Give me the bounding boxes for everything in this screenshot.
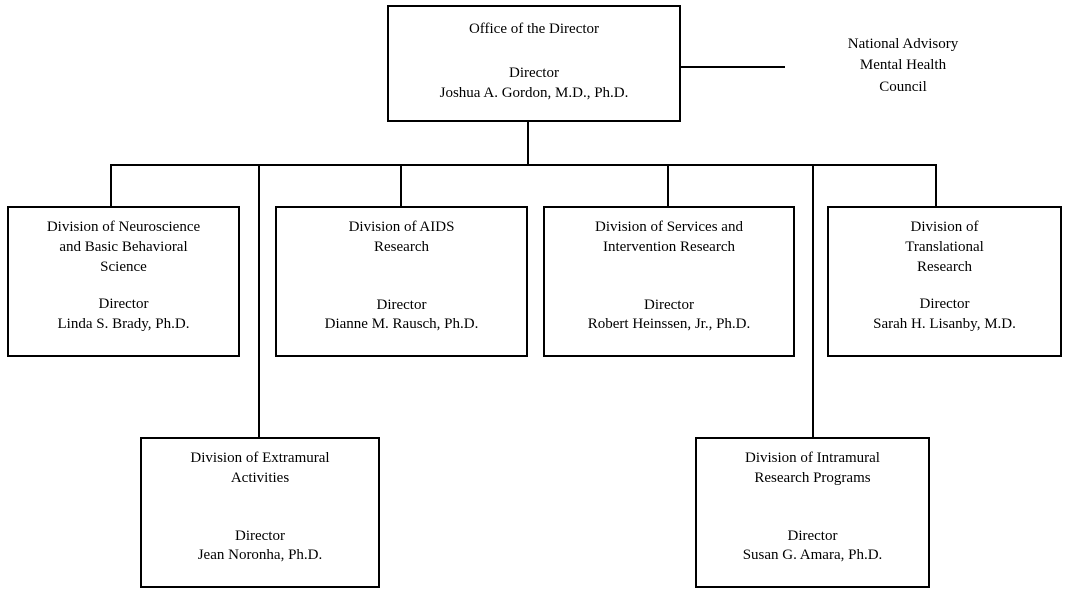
node-role: Director: [919, 296, 970, 313]
connector-drop-neuroscience: [110, 164, 112, 208]
node-division-of-neuroscience-and-basic-behavioral-science[interactable]: Division of Neuroscience and Basic Behav…: [7, 206, 240, 357]
connector-drop-extramural: [258, 164, 260, 439]
connector-od-to-advisory-council: [681, 66, 785, 68]
node-division-of-translational-research[interactable]: Division of Translational Research Direc…: [827, 206, 1062, 357]
node-title: Office of the Director: [468, 21, 600, 37]
label-national-advisory-mental-health-council: National Advisory Mental Health Council: [847, 36, 959, 95]
node-division-of-extramural-activities[interactable]: Division of Extramural Activities Direct…: [140, 437, 380, 588]
node-division-of-aids-research[interactable]: Division of AIDS Research Director Diann…: [275, 206, 528, 357]
node-title: Division of Services and Intervention Re…: [595, 219, 743, 255]
node-title: Division of AIDS Research: [348, 219, 455, 255]
node-division-of-intramural-research-programs[interactable]: Division of Intramural Research Programs…: [695, 437, 930, 588]
connector-drop-aids-research: [400, 164, 402, 208]
node-title: Division of Intramural Research Programs: [745, 450, 880, 486]
connector-drop-intramural: [812, 164, 814, 439]
node-title: Division of Extramural Activities: [190, 450, 330, 486]
connector-od-drop: [527, 122, 529, 166]
node-person: Sarah H. Lisanby, M.D.: [873, 316, 1016, 333]
node-role: Director: [509, 64, 559, 81]
node-title: Division of Translational Research: [905, 219, 984, 275]
node-role: Director: [376, 296, 427, 313]
node-role: Director: [787, 527, 838, 544]
node-title: Division of Neuroscience and Basic Behav…: [46, 219, 201, 275]
node-person: Dianne M. Rausch, Ph.D.: [324, 316, 479, 333]
node-person: Linda S. Brady, Ph.D.: [57, 316, 190, 333]
node-person: Joshua A. Gordon, M.D., Ph.D.: [439, 84, 629, 101]
node-role: Director: [644, 296, 694, 313]
node-person: Jean Noronha, Ph.D.: [197, 547, 323, 564]
node-division-of-services-and-intervention-research[interactable]: Division of Services and Intervention Re…: [543, 206, 795, 357]
node-office-of-the-director[interactable]: Office of the Director Director Joshua A…: [387, 5, 681, 122]
connector-drop-translational: [935, 164, 937, 208]
connector-division-bus: [110, 164, 937, 166]
node-person: Robert Heinssen, Jr., Ph.D.: [587, 316, 751, 333]
node-person: Susan G. Amara, Ph.D.: [742, 547, 883, 564]
node-role: Director: [98, 296, 149, 313]
node-role: Director: [235, 527, 285, 544]
connector-drop-services-intervention: [667, 164, 669, 208]
